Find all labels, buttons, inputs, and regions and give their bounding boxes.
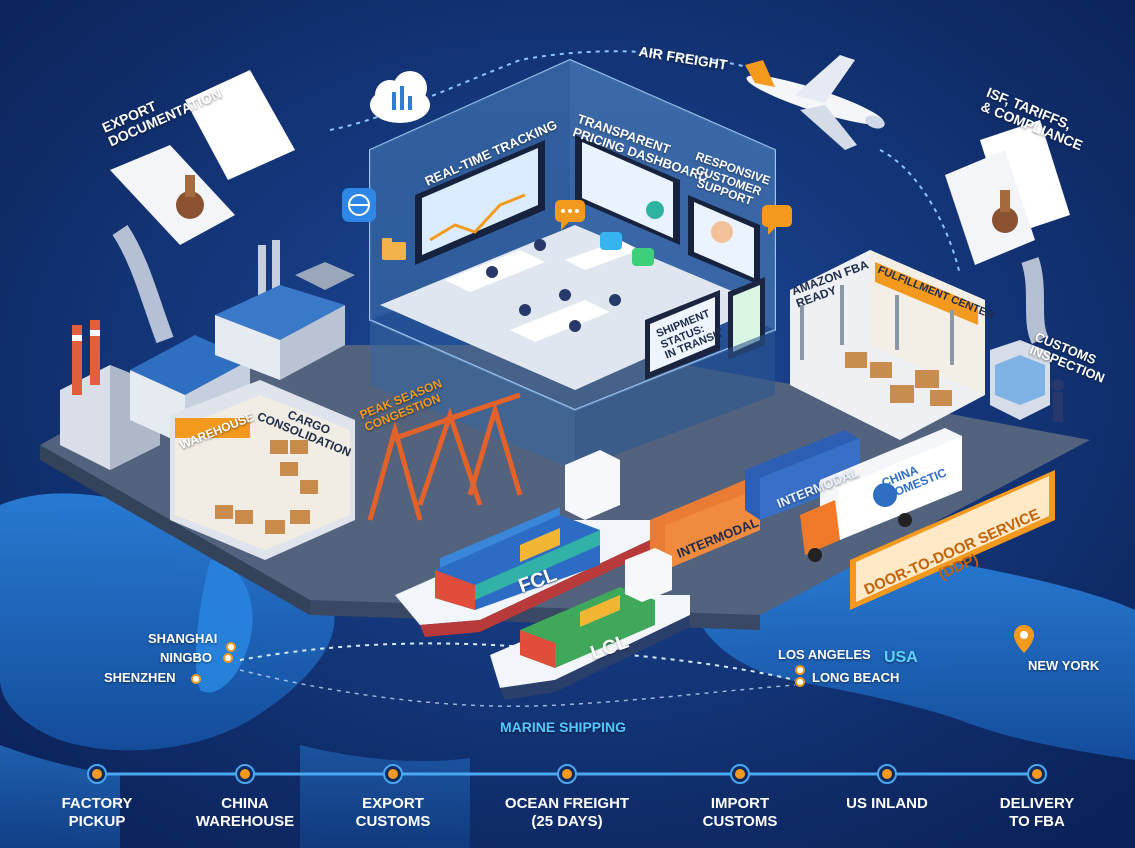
- cloud-icon: [370, 71, 430, 123]
- city-shenzhen: SHENZHEN: [104, 670, 176, 685]
- warehouse: [170, 380, 355, 560]
- step-line: EXPORT: [362, 795, 424, 812]
- step-line: FACTORY: [61, 795, 133, 812]
- step-line: CUSTOMS: [355, 812, 431, 830]
- city-new-york: NEW YORK: [1028, 658, 1100, 673]
- timeline-dot-core: [735, 769, 745, 779]
- timeline-dot-core: [562, 769, 572, 779]
- timeline-dot-core: [240, 769, 250, 779]
- intermodal-train: [650, 430, 860, 570]
- step-line: OCEAN FREIGHT: [504, 795, 630, 812]
- timeline-dot-core: [92, 769, 102, 779]
- timeline-dot-core: [388, 769, 398, 779]
- timeline-dot-core: [882, 769, 892, 779]
- city-ningbo: NINGBO: [160, 650, 212, 665]
- step-line: TO FBA: [1009, 812, 1065, 830]
- step-line: PICKUP: [68, 812, 126, 830]
- ddp-sign: [850, 470, 1055, 610]
- map-pin-icon: [1014, 625, 1034, 653]
- fulfillment-center: [790, 250, 985, 440]
- folder-icon: [382, 238, 406, 260]
- control-tower: [369, 58, 776, 470]
- city-shanghai: SHANGHAI: [148, 631, 218, 646]
- step-line: CUSTOMS: [702, 812, 778, 830]
- customs-booth: [990, 340, 1064, 422]
- timeline-dot-core: [1032, 769, 1042, 779]
- airplane-icon: [745, 55, 885, 150]
- compliance-documents: [945, 120, 1070, 345]
- timeline-step-ocean-freight: OCEAN FREIGHT(25 DAYS): [492, 795, 642, 830]
- step-line: (25 DAYS): [531, 812, 603, 830]
- marine-shipping-label: MARINE SHIPPING: [500, 719, 627, 735]
- city-los-angeles: LOS ANGELES: [778, 647, 871, 662]
- usa-label: USA: [884, 649, 918, 666]
- port-markers: [191, 642, 805, 687]
- chat-bubble-icon: [555, 200, 585, 230]
- truck: [800, 428, 962, 562]
- step-line: CHINA: [221, 795, 269, 812]
- chat-bubble-icon: [600, 232, 622, 250]
- chat-bubble-icon: [632, 248, 654, 266]
- timeline-step-us-inland: US INLAND: [812, 795, 962, 813]
- globe-icon: [342, 188, 376, 222]
- city-long-beach: LONG BEACH: [812, 670, 900, 685]
- step-line: WAREHOUSE: [195, 812, 295, 830]
- fcl-ship: [395, 450, 650, 637]
- factory-2: [215, 240, 355, 380]
- export-documents: [110, 70, 295, 344]
- step-line: DELIVERY: [999, 795, 1075, 812]
- port-cranes: [367, 392, 523, 521]
- step-line: IMPORT: [710, 795, 770, 812]
- timeline-dots: [87, 764, 1047, 784]
- step-line: US INLAND: [846, 795, 928, 812]
- chat-bubble-icon: [762, 205, 792, 235]
- lcl-ship: [490, 548, 690, 700]
